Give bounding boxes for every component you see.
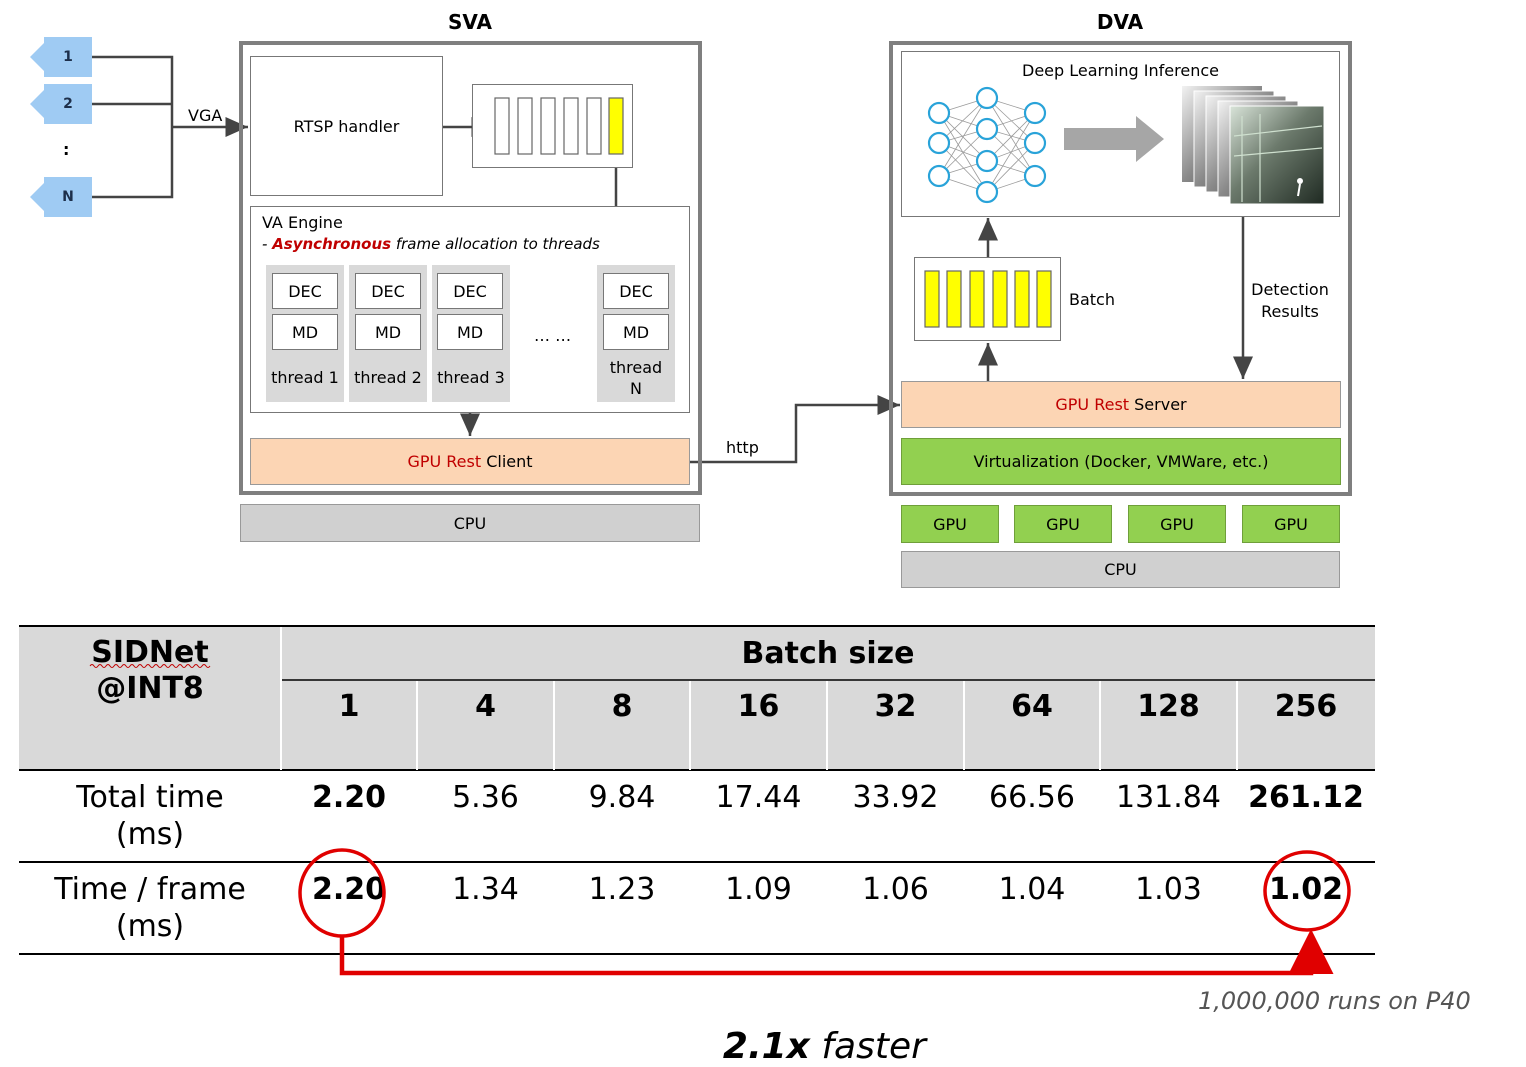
neural-network-icon [927,86,1047,204]
batch-size-cell: 1 [338,688,360,724]
gpu-block: GPU [1014,505,1112,543]
gpu-block: GPU [1242,505,1340,543]
vga-label: VGA [188,106,223,125]
table-value-cell: 2.20 [311,871,387,907]
dec-chip: DEC [355,273,421,309]
camera-2: 2 [30,84,92,124]
speedup-highlight [298,848,1351,976]
md-chip: MD [603,314,669,350]
table-corner-line1: SIDNet [91,634,209,670]
md-chip: MD [355,314,421,350]
table-header-bg [19,627,1375,770]
camera-n: N [30,177,92,217]
row-label-line2: (ms) [115,908,185,944]
batch-size-header: Batch size [741,635,915,671]
frame-queue [472,84,633,168]
row-label-line1: Total time [76,779,224,815]
spellcheck-underline [89,664,211,668]
dl-inference-title: Deep Learning Inference [1022,61,1219,80]
table-rules [19,625,1375,955]
table-value-cell: 2.20 [311,779,387,815]
sva-container [239,41,702,495]
thread-label: thread 1 [271,368,339,387]
dva-cpu-bar: CPU [901,551,1340,588]
table-value-cell: 1.23 [588,871,656,907]
highlight-circle-end [1263,850,1351,932]
thread-label: thread 2 [354,368,422,387]
camera-1: 1 [30,37,92,77]
dec-chip: DEC [603,273,669,309]
table-value-cell: 9.84 [588,779,656,815]
batch-size-cell: 32 [874,688,917,724]
batch-size-cell: 4 [475,688,496,724]
queue-slots [494,97,624,155]
thread-label: thread N [609,358,663,398]
md-chip: MD [272,314,338,350]
batch-label: Batch [1069,290,1115,309]
row-label-line1: Time / frame [54,871,246,907]
inference-arrow-icon [1064,116,1164,162]
table-value-cell: 1.02 [1268,871,1344,907]
md-chip: MD [437,314,503,350]
footnote: 1,000,000 runs on P40 [1198,987,1471,1015]
gpu-block: GPU [1128,505,1226,543]
detection-results-label: Detection Results [1251,280,1329,321]
dva-title: DVA [1096,10,1144,34]
gpu-rest-server: GPU Rest Server [901,381,1341,428]
thread-label: thread 3 [437,368,505,387]
table-value-cell: 131.84 [1116,779,1221,815]
row-label-line2: (ms) [115,816,185,852]
dec-chip: DEC [437,273,503,309]
batch-size-cell: 64 [1011,688,1053,724]
sva-title: SVA [447,10,492,34]
highlight-circle-start [298,848,386,938]
va-engine-title: VA Engine [262,213,343,232]
gpu-rest-client: GPU Rest Client [250,438,690,485]
table-value-cell: 17.44 [715,779,802,815]
table-value-cell: 33.92 [852,779,939,815]
va-engine-subtitle: - Asynchronous frame allocation to threa… [262,235,600,253]
sva-cpu-bar: CPU [240,504,700,542]
virtualization-layer: Virtualization (Docker, VMWare, etc.) [901,438,1341,485]
gpu-block: GPU [901,505,999,543]
table-value-cell: 1.34 [452,871,519,907]
table-value-cell: 1.09 [725,871,792,907]
speedup-label: 2.1x faster [722,1026,926,1067]
speedup-arrow [339,929,1334,976]
rtsp-handler-box: RTSP handler [250,56,443,196]
batch-size-cell: 128 [1137,688,1200,724]
batch-size-cell: 8 [611,688,633,724]
table-value-cell: 5.36 [452,779,519,815]
table-value-cell: 1.04 [998,871,1066,907]
table-corner-line2: @INT8 [96,670,204,706]
dec-chip: DEC [272,273,338,309]
threads-ellipsis: … … [534,326,572,345]
table-value-cell: 261.12 [1248,779,1364,815]
table-value-cell: 1.06 [862,871,929,907]
http-label: http [726,438,759,457]
batch-size-cell: 256 [1274,688,1338,724]
batch-slots [924,270,1052,328]
detection-frames-image [1182,86,1325,205]
dva-container [889,41,1352,496]
batch-size-cell: 16 [737,688,780,724]
table-value-cell: 66.56 [989,779,1075,815]
camera-ellipsis: : [63,140,70,159]
batch-box [914,257,1061,341]
table-value-cell: 1.03 [1135,871,1202,907]
